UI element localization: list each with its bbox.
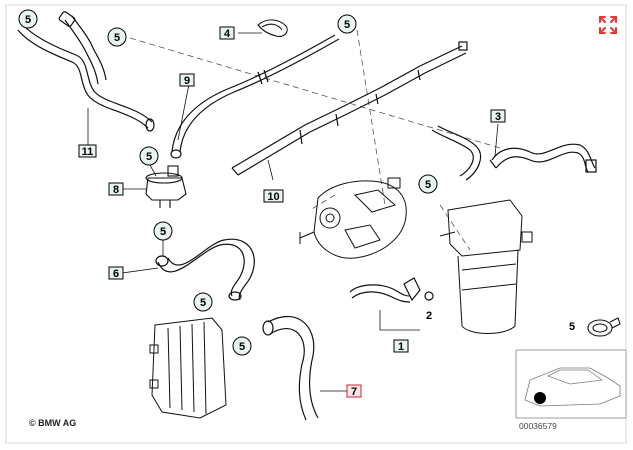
svg-text:2: 2 xyxy=(426,310,432,322)
svg-text:5: 5 xyxy=(425,179,431,191)
filter-8 xyxy=(145,165,187,208)
inset-car-box xyxy=(515,349,627,419)
svg-text:8: 8 xyxy=(113,184,119,196)
svg-text:1: 1 xyxy=(398,341,404,353)
svg-text:5: 5 xyxy=(25,14,31,26)
fuel-filter-housing xyxy=(439,199,533,334)
callout-8: 8 xyxy=(108,182,124,196)
clamp-4 xyxy=(257,19,288,37)
hose-1 xyxy=(349,277,434,303)
callout-5-circle-h: 5 xyxy=(232,336,252,356)
svg-text:6: 6 xyxy=(113,268,119,280)
svg-text:5: 5 xyxy=(160,226,166,238)
callout-1: 1 xyxy=(393,339,409,353)
svg-text:5: 5 xyxy=(569,321,575,333)
cooler-block xyxy=(149,317,227,419)
location-marker-icon xyxy=(534,392,546,404)
callout-2: 2 xyxy=(426,310,432,322)
callout-11: 11 xyxy=(78,144,97,158)
callout-7: 7 xyxy=(346,384,362,398)
svg-text:5: 5 xyxy=(114,32,120,44)
diagram-border xyxy=(5,4,627,444)
svg-text:5: 5 xyxy=(239,341,245,353)
callout-5-circle-e: 5 xyxy=(153,221,173,241)
callout-5-circle-b: 5 xyxy=(107,27,127,47)
svg-text:11: 11 xyxy=(82,146,94,158)
svg-text:9: 9 xyxy=(184,75,190,87)
svg-text:5: 5 xyxy=(200,297,206,309)
svg-text:4: 4 xyxy=(224,28,231,40)
callout-5-circle-f: 5 xyxy=(418,174,438,194)
callout-5-circle-c: 5 xyxy=(337,14,357,34)
pipe-3 xyxy=(431,125,597,181)
callout-9: 9 xyxy=(179,73,195,87)
callout-5-circle-d: 5 xyxy=(139,146,159,166)
copyright-text: © BMW AG xyxy=(29,418,77,428)
callout-5-circle-a: 5 xyxy=(18,9,38,29)
clamp-5 xyxy=(587,317,621,337)
pipe-10 xyxy=(231,41,468,176)
callout-4: 4 xyxy=(219,26,235,40)
figure-id: 00036579 xyxy=(519,421,557,431)
high-pressure-pump xyxy=(299,177,407,259)
hose-7 xyxy=(262,315,319,421)
svg-text:7: 7 xyxy=(351,386,357,398)
svg-text:5: 5 xyxy=(344,19,350,31)
hose-6 xyxy=(155,238,255,301)
callout-5-circle-g: 5 xyxy=(193,292,213,312)
callout-5-inset: 5 xyxy=(569,321,575,333)
svg-text:10: 10 xyxy=(267,191,279,203)
expand-arrows-icon[interactable] xyxy=(597,14,619,36)
svg-text:3: 3 xyxy=(495,111,501,123)
pipe-9 xyxy=(170,34,340,159)
callout-6: 6 xyxy=(108,266,124,280)
svg-text:5: 5 xyxy=(146,151,152,163)
callout-10: 10 xyxy=(263,189,284,203)
callout-3: 3 xyxy=(490,109,506,123)
hose-upper-left xyxy=(17,11,155,132)
